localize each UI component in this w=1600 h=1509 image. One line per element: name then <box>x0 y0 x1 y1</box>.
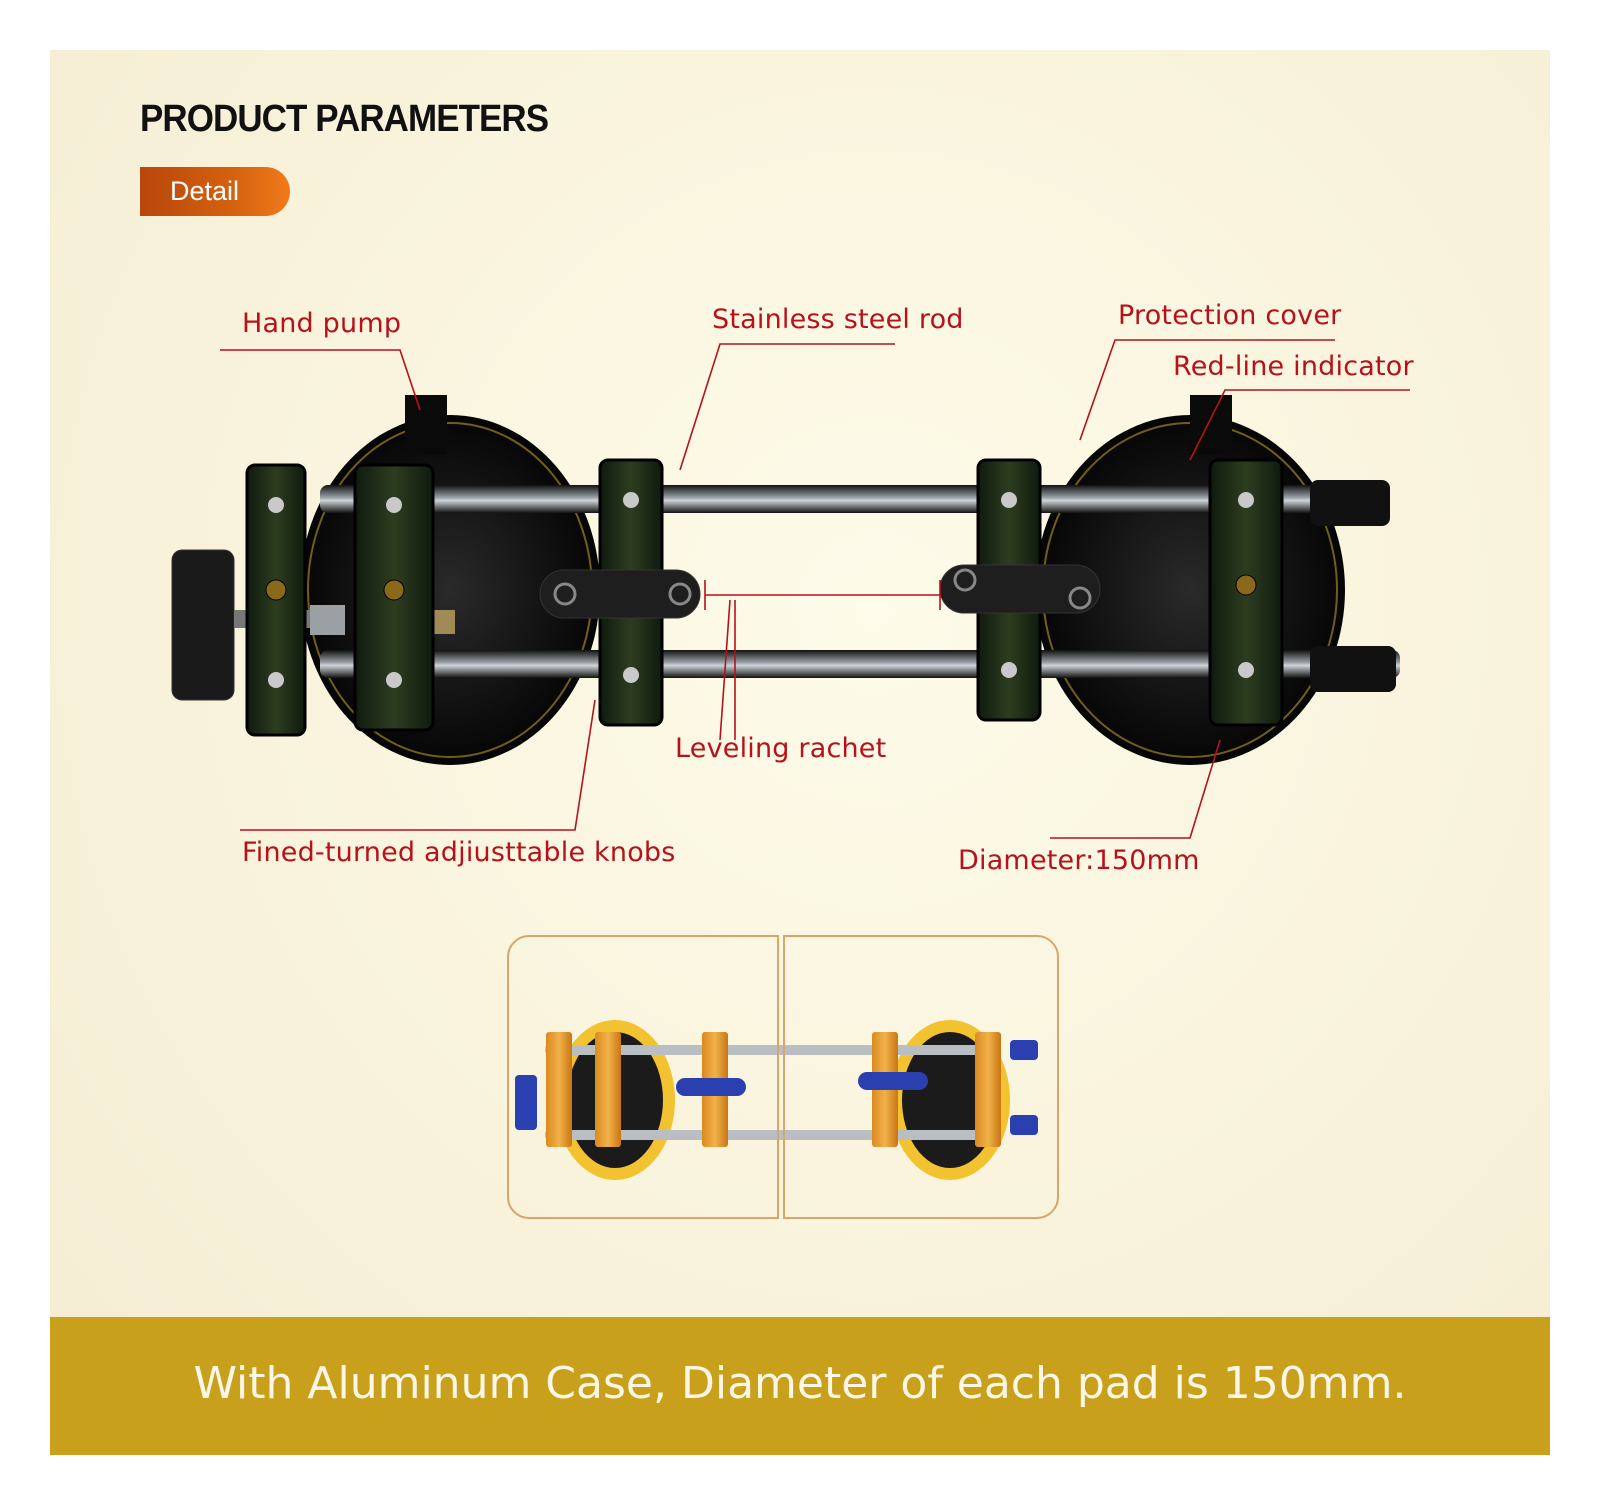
label-protection-cover: Protection cover <box>1118 300 1342 331</box>
case-right-half <box>783 935 1059 1219</box>
case-left-half <box>507 935 779 1219</box>
clamp-block-5 <box>1208 458 1284 727</box>
left-hand-pump <box>405 395 447 455</box>
top-steel-rod <box>320 485 1390 513</box>
label-diameter: Diameter:150mm <box>958 845 1200 876</box>
adjust-nut <box>310 605 345 635</box>
label-red-line-indicator: Red-line indicator <box>1173 351 1414 382</box>
aluminum-case-image <box>515 1020 1038 1180</box>
top-end-knob <box>1310 480 1390 526</box>
label-leveling-rachet: Leveling rachet <box>675 733 887 764</box>
footer-banner: With Aluminum Case, Diameter of each pad… <box>50 1317 1550 1455</box>
label-steel-rod: Stainless steel rod <box>712 304 964 335</box>
clamp-block-1 <box>245 463 307 737</box>
t-handle <box>171 549 235 701</box>
callout-lines <box>220 339 1410 839</box>
product-diagram <box>171 339 1410 1180</box>
product-panel: PRODUCT PARAMETERS Detail <box>50 50 1550 1455</box>
clamp-block-2 <box>353 463 435 732</box>
left-leveling-link <box>539 569 701 619</box>
bottom-end-knob <box>1310 646 1396 692</box>
page-title: PRODUCT PARAMETERS <box>140 98 549 140</box>
detail-tab[interactable]: Detail <box>140 167 290 216</box>
bottom-steel-rod <box>320 650 1400 678</box>
label-adjustable-knobs: Fined-turned adjiusttable knobs <box>242 837 676 868</box>
label-hand-pump: Hand pump <box>242 308 402 339</box>
